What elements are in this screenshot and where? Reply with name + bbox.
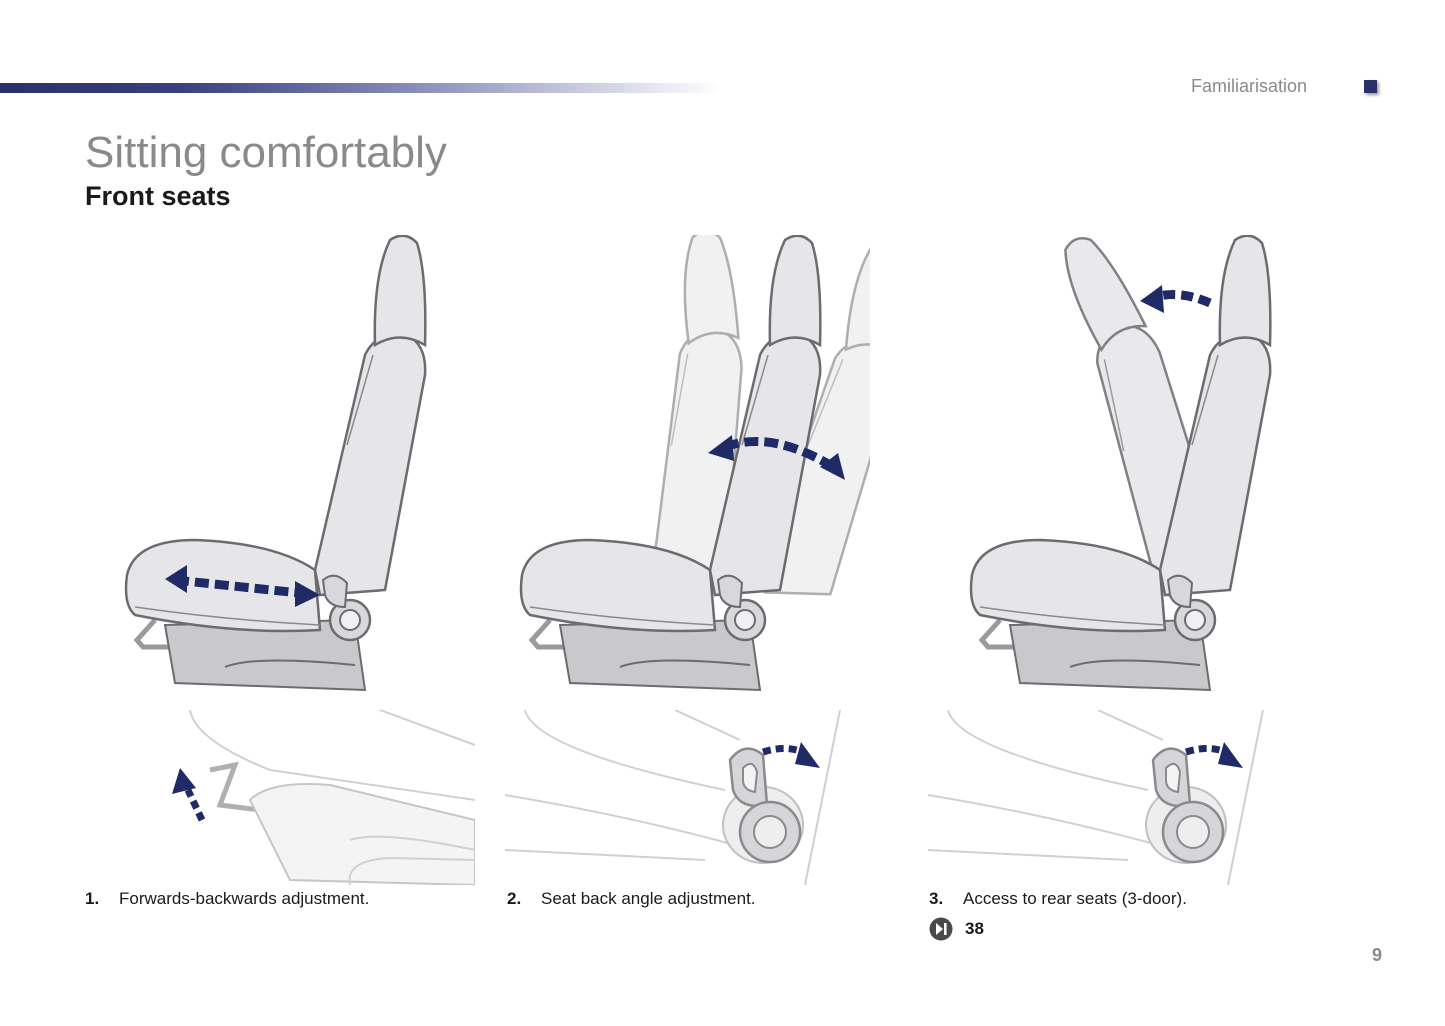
page-subtitle: Front seats [85, 181, 231, 211]
page-reference-number: 38 [965, 919, 984, 938]
page-reference-link[interactable]: 38 [929, 916, 984, 942]
page-reference-icon [929, 917, 953, 941]
detail-lever-1 [172, 710, 475, 885]
section-marker-icon [1364, 80, 1377, 93]
caption-text: Forwards-backwards adjustment. [119, 889, 370, 908]
adjustment-arrow-icon [761, 742, 820, 768]
section-name: Familiarisation [1191, 76, 1308, 96]
page-number: 9 [1372, 945, 1383, 965]
caption-text: Access to rear seats (3-door). [963, 889, 1187, 908]
detail-lever-2 [505, 710, 841, 885]
seat-illustration-1 [115, 235, 427, 705]
caption-number: 1. [85, 889, 100, 908]
caption-3: 3. Access to rear seats (3-door). [929, 889, 1187, 909]
caption-number: 2. [507, 889, 522, 908]
header-gradient-bar [0, 83, 720, 93]
seat-illustration-3 [960, 235, 1272, 705]
caption-text: Seat back angle adjustment. [541, 889, 756, 908]
caption-number: 3. [929, 889, 944, 908]
page-title: Sitting comfortably [85, 128, 447, 177]
adjustment-arrow-icon [708, 435, 845, 480]
adjustment-arrow-icon [172, 768, 206, 822]
caption-2: 2. Seat back angle adjustment. [507, 889, 756, 909]
detail-lever-3 [928, 710, 1264, 885]
adjustment-arrow-icon [1140, 285, 1212, 313]
adjustment-arrow-icon [1184, 742, 1243, 768]
caption-1: 1. Forwards-backwards adjustment. [85, 889, 369, 909]
seat-illustration-2 [510, 235, 870, 705]
adjustment-arrow-icon [165, 565, 320, 607]
